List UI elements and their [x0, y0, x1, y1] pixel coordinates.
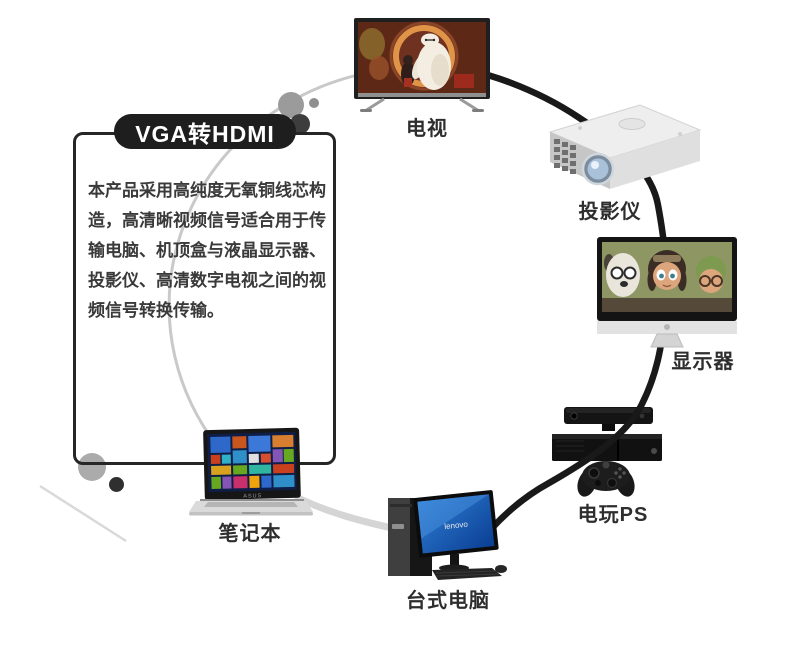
- projector-vents: [554, 139, 576, 174]
- info-box-body: 本产品采用高纯度无氧铜线芯构 造，高清晰视频信号适合用于传 输电脑、机顶盒与液晶…: [88, 176, 330, 326]
- info-text-line: 本产品采用高纯度无氧铜线芯构: [88, 181, 326, 200]
- desktop-monitor: lenovo: [413, 490, 499, 558]
- projector-image: [548, 104, 702, 189]
- light-cable: [294, 494, 396, 532]
- tower: [388, 498, 414, 576]
- desktop-brand-text: lenovo: [444, 520, 469, 531]
- decor-streak: [39, 484, 127, 543]
- game-console-label: 电玩PS: [577, 504, 649, 526]
- info-box-title: VGA转HDMI: [114, 114, 296, 149]
- laptop-tiles: [210, 434, 295, 490]
- game-controller: [577, 461, 635, 497]
- info-text-line: 投影仪、高清数字电视之间的视: [88, 271, 326, 290]
- info-text-line: 输电脑、机顶盒与液晶显示器、: [88, 241, 326, 260]
- tv-image: [354, 18, 490, 113]
- mouse: [495, 565, 507, 573]
- gray-ring-arc: [167, 66, 433, 483]
- tv-label: 电视: [406, 118, 448, 140]
- decor-dot-top-small: [309, 98, 319, 108]
- projector-label: 投影仪: [578, 201, 642, 223]
- monitor-image: [597, 237, 737, 348]
- info-text-line: 频信号转换传输。: [88, 301, 224, 320]
- laptop-label: 笔记本: [218, 523, 282, 545]
- info-text-line: 造，高清晰视频信号适合用于传: [88, 211, 326, 230]
- decor-dot-bottom-dark: [109, 477, 124, 492]
- decor-dot-top-large: [278, 92, 304, 118]
- desktop-label: 台式电脑: [406, 590, 490, 612]
- monitor-label: 显示器: [671, 351, 735, 373]
- info-box-title-text: VGA转HDMI: [135, 120, 275, 147]
- laptop-image: ASUS: [189, 427, 313, 516]
- laptop-brand-text: ASUS: [243, 493, 262, 499]
- desktop-image: lenovo: [388, 490, 507, 580]
